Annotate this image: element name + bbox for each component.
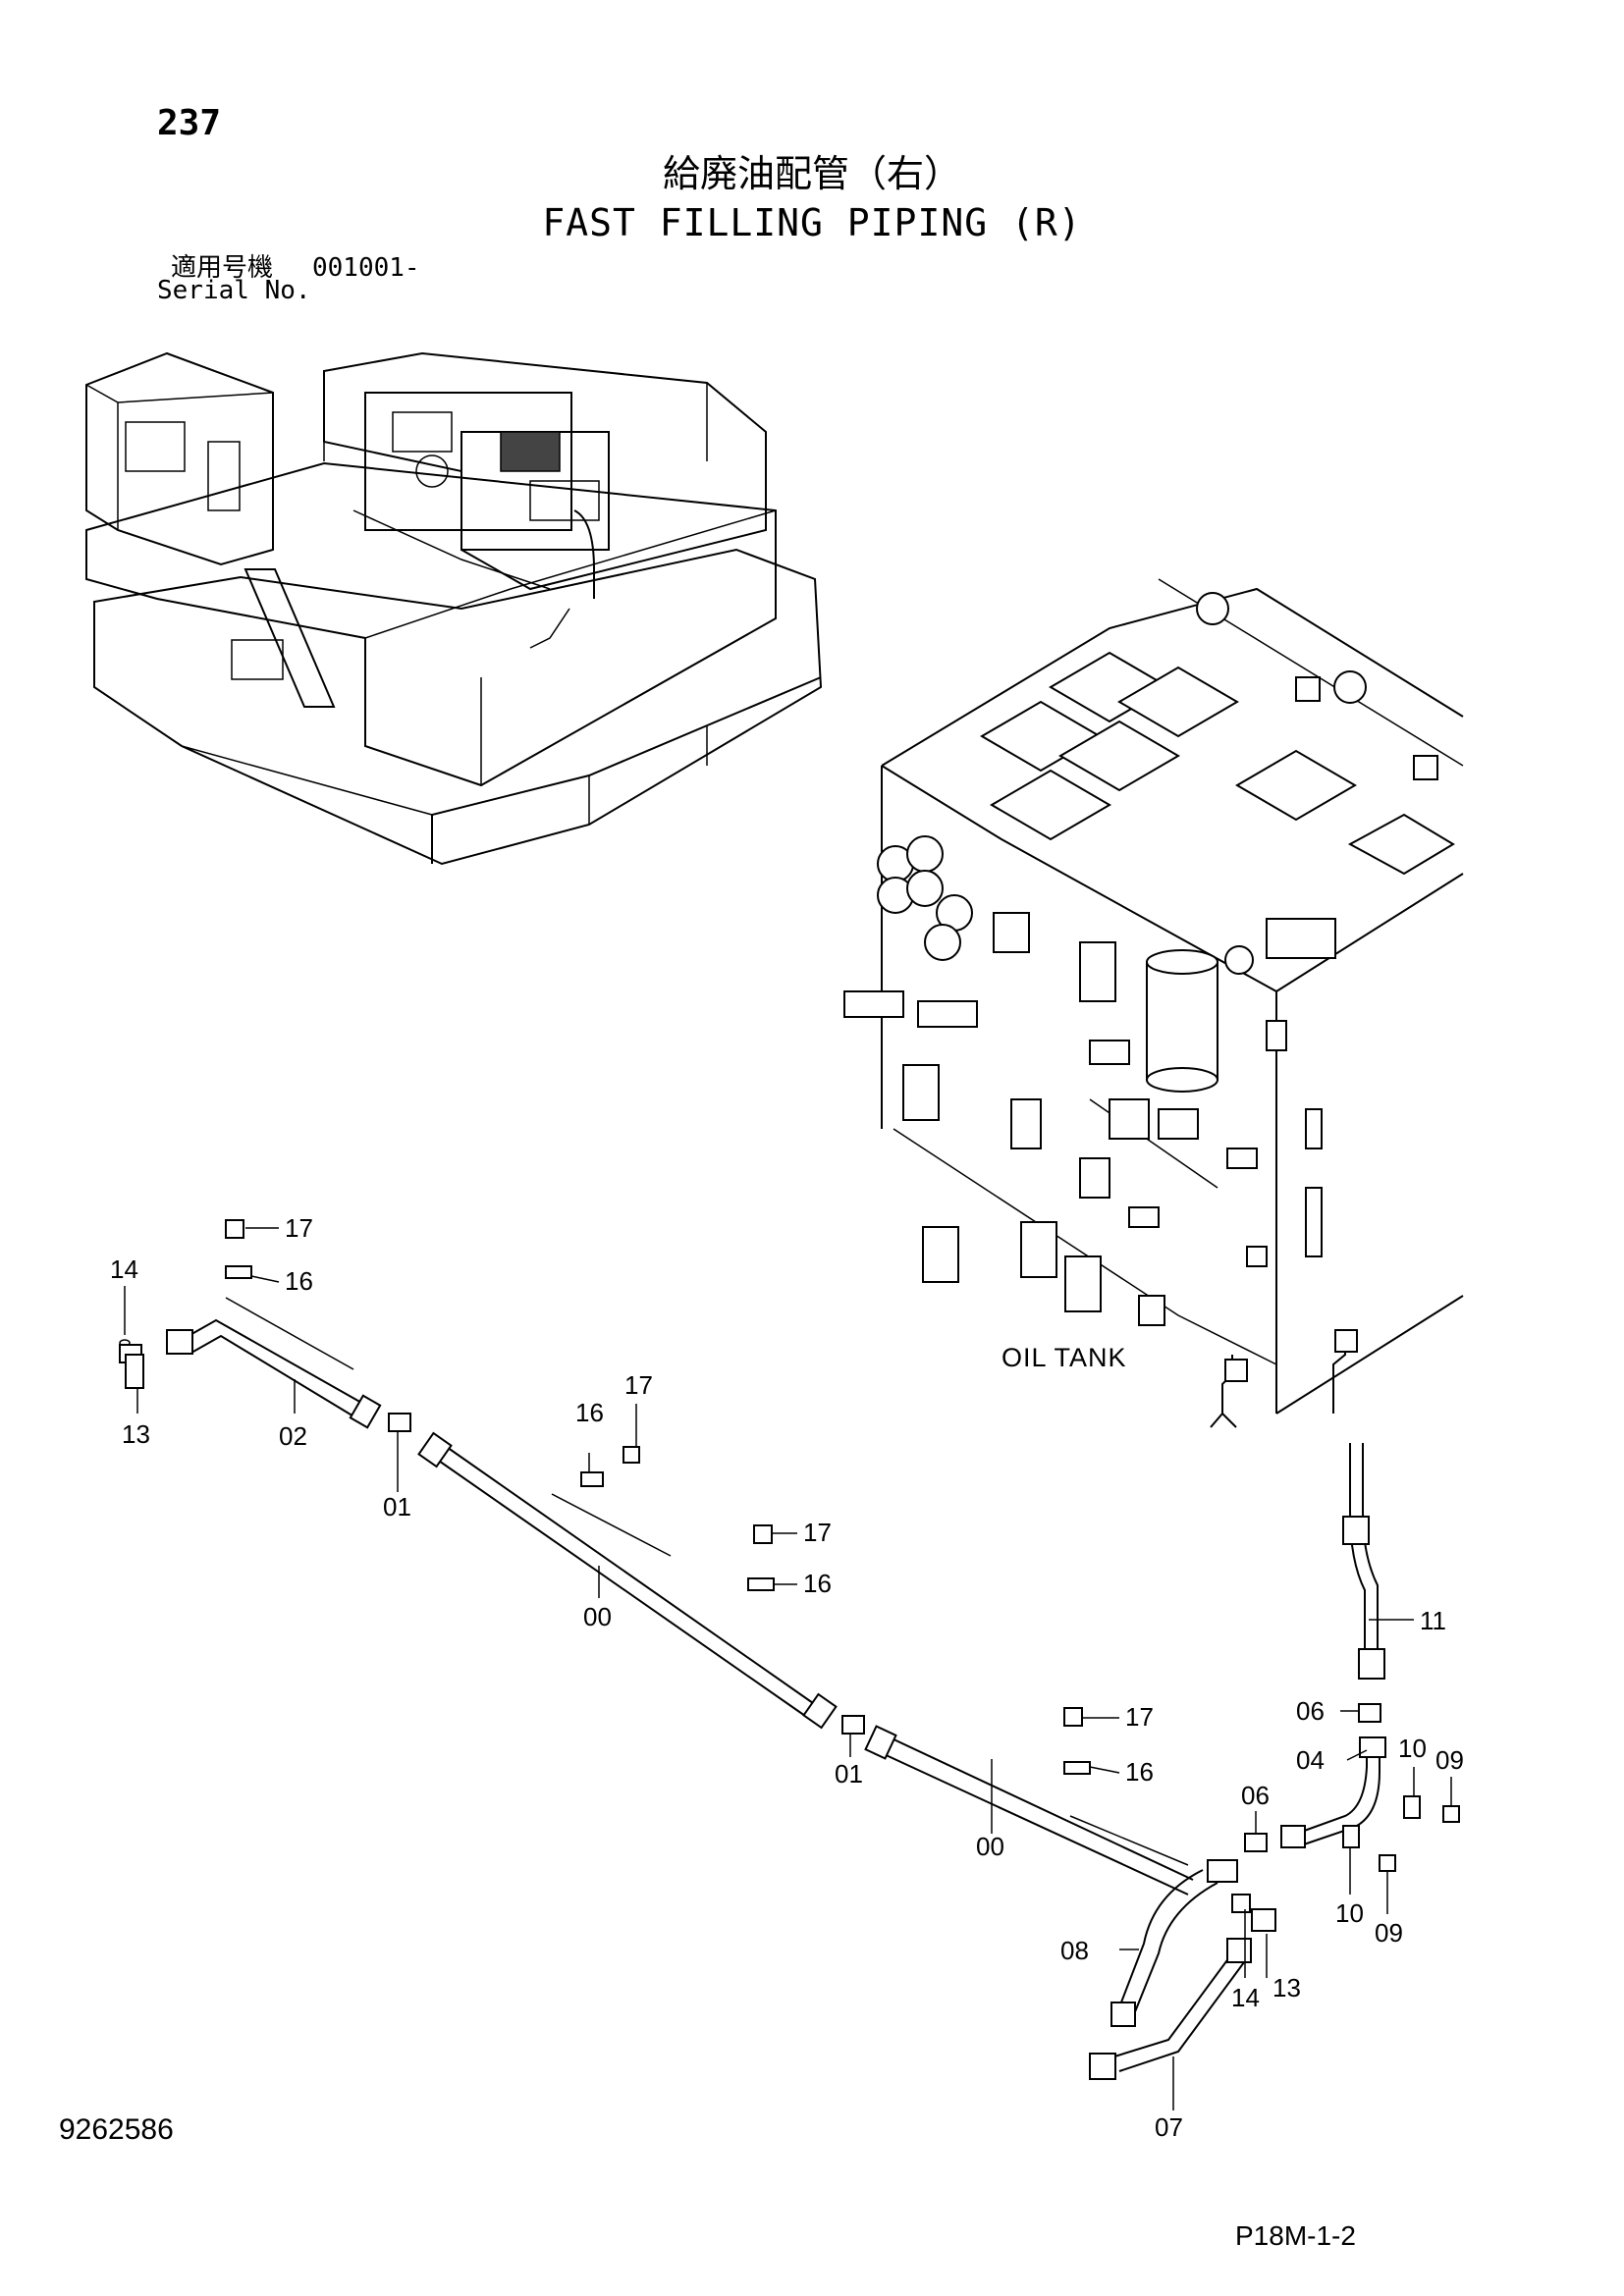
clamp-10-lower — [1342, 1825, 1360, 1848]
callout-00: 00 — [976, 1832, 1004, 1861]
callout-14: 14 — [1231, 1983, 1260, 2012]
page-code: P18M-1-2 — [1235, 2220, 1356, 2251]
hose-07 — [1089, 1938, 1252, 2080]
elbow-13-left — [119, 1339, 144, 1389]
callout-16: 16 — [803, 1569, 832, 1598]
engine-block-icon — [352, 392, 610, 649]
clamp-16-mid — [580, 1471, 604, 1487]
callout-09: 09 — [1435, 1745, 1464, 1775]
hose-11 — [1342, 1443, 1385, 1680]
pipe-00-lower — [864, 1725, 1194, 1896]
callout-10: 10 — [1335, 1898, 1364, 1928]
callout-07: 07 — [1155, 2112, 1183, 2142]
hose-02 — [166, 1297, 382, 1429]
leader-lines — [124, 1227, 1452, 2110]
clamp-16-c — [1063, 1761, 1091, 1775]
clamp-16-a — [225, 1265, 252, 1279]
page-number: 237 — [157, 103, 222, 143]
adapter-06-upper — [1358, 1703, 1381, 1723]
callout-17: 17 — [1125, 1702, 1154, 1732]
piping-assembly — [119, 1219, 1460, 2080]
callout-17: 17 — [285, 1213, 313, 1243]
clamp-10-upper — [1403, 1795, 1421, 1819]
serial-range: 001001- — [312, 253, 420, 283]
adapter-01-left — [388, 1413, 411, 1432]
hose-08 — [1110, 1859, 1238, 2027]
callout-14: 14 — [110, 1255, 138, 1284]
bolt-17-b — [753, 1524, 773, 1544]
title-japanese: 給廃油配管（右） — [662, 152, 961, 195]
callout-08: 08 — [1060, 1936, 1089, 1965]
adapter-01-mid — [841, 1715, 865, 1735]
callout-02: 02 — [279, 1421, 307, 1451]
callout-16: 16 — [285, 1266, 313, 1296]
bolt-17-c — [1063, 1707, 1083, 1727]
callout-06: 06 — [1296, 1696, 1325, 1726]
adapter-06-lower — [1244, 1833, 1268, 1852]
callout-10: 10 — [1398, 1734, 1427, 1763]
serial-label-english: Serial No. — [157, 276, 311, 305]
clamp-16-b — [747, 1577, 775, 1591]
pipe-00-upper — [417, 1431, 838, 1730]
callout-06: 06 — [1241, 1781, 1270, 1810]
bolt-09-lower — [1379, 1854, 1396, 1872]
callout-01: 01 — [383, 1492, 411, 1522]
callout-11: 11 — [1420, 1606, 1446, 1635]
callout-17: 17 — [624, 1370, 653, 1400]
callout-labels: 17 16 14 13 02 01 16 17 00 17 16 01 17 1… — [110, 1213, 1464, 2142]
elbow-13-right — [1231, 1894, 1276, 1932]
callout-00: 00 — [583, 1602, 612, 1631]
callout-09: 09 — [1375, 1918, 1403, 1948]
bolt-09-upper — [1442, 1805, 1460, 1823]
callout-16: 16 — [1125, 1757, 1154, 1787]
callout-16: 16 — [575, 1398, 604, 1427]
machine-overview-illustration — [85, 351, 823, 866]
callout-13: 13 — [1272, 1973, 1301, 2002]
title-english: FAST FILLING PIPING (R) — [542, 201, 1082, 244]
callout-04: 04 — [1296, 1745, 1325, 1775]
document-number: 9262586 — [59, 2113, 174, 2146]
callout-17: 17 — [803, 1518, 832, 1547]
bolt-17-a — [225, 1219, 244, 1239]
oil-tank-illustration — [843, 578, 1464, 1428]
bolt-17-mid — [623, 1446, 640, 1464]
oil-tank-label: OIL TANK — [1001, 1343, 1127, 1372]
serial-label-japanese: 適用号機 — [171, 253, 274, 283]
callout-13: 13 — [122, 1419, 150, 1449]
callout-01: 01 — [835, 1759, 863, 1789]
